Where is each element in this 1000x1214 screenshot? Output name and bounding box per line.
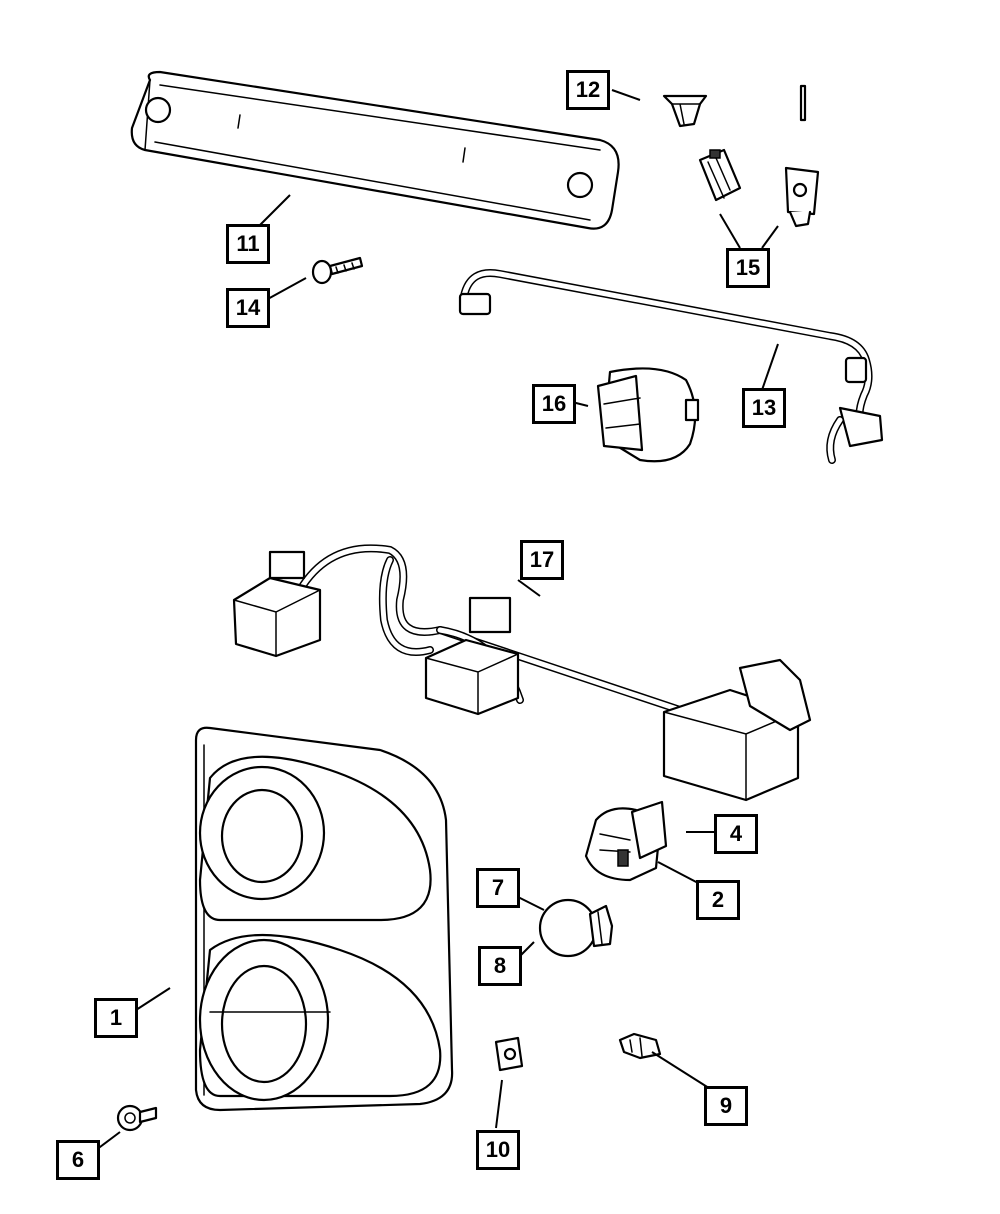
- tail-lamp-assembly: [194, 726, 454, 1112]
- screw: [311, 256, 364, 285]
- callout-8: 8: [478, 946, 522, 986]
- bulb-socket: [584, 800, 668, 882]
- callout-11: 11: [226, 224, 270, 264]
- bracket-left: [698, 148, 742, 202]
- pin: [799, 84, 807, 122]
- callout-6: 6: [56, 1140, 100, 1180]
- callout-2: 2: [696, 880, 740, 920]
- callout-13: 13: [742, 388, 786, 428]
- bulb: [538, 898, 614, 958]
- callout-16: 16: [532, 384, 576, 424]
- callout-14: 14: [226, 288, 270, 328]
- chmsl-wire-harness: [458, 269, 884, 464]
- callout-1: 1: [94, 998, 138, 1038]
- callout-9: 9: [704, 1086, 748, 1126]
- push-nut: [116, 1104, 158, 1132]
- callout-7: 7: [476, 868, 520, 908]
- lamp-socket-gasket: [596, 367, 700, 463]
- leader-lines: [95, 89, 779, 1151]
- callout-15: 15: [726, 248, 770, 288]
- tail-lamp-wire-harness: [232, 544, 812, 802]
- bracket-right: [784, 166, 820, 228]
- callout-10: 10: [476, 1130, 520, 1170]
- high-mount-stop-lamp: [130, 70, 620, 230]
- callout-4: 4: [714, 814, 758, 854]
- callout-17: 17: [520, 540, 564, 580]
- marker-bulb: [618, 1032, 662, 1060]
- clip-nut: [662, 94, 708, 128]
- u-nut: [494, 1036, 524, 1072]
- callout-12: 12: [566, 70, 610, 110]
